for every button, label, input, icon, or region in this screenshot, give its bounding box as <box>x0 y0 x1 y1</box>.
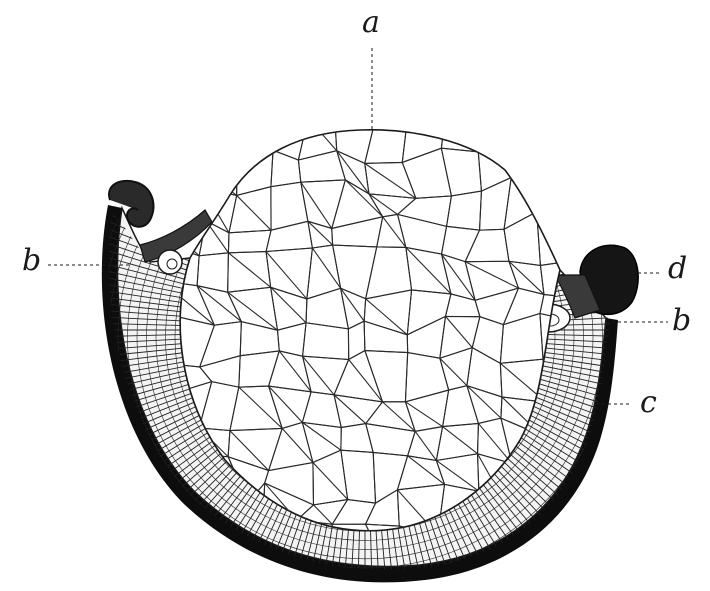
yolk-cell <box>610 553 651 587</box>
yolk-cell <box>570 113 622 152</box>
yolk-cell <box>170 114 197 164</box>
yolk-cell-wall <box>169 570 213 587</box>
yolk-cell <box>169 562 213 587</box>
yolk-cell <box>610 523 651 567</box>
yolk-cell <box>536 145 577 186</box>
yolk-cell-wall <box>610 566 640 587</box>
yolk-cell <box>500 562 545 587</box>
yolk-cell <box>511 148 540 185</box>
yolk-cell <box>569 186 616 230</box>
yolk-cell-wall <box>197 165 237 196</box>
yolk-cell <box>196 114 237 164</box>
yolk-cell-wall <box>602 152 641 198</box>
yolk-cell <box>160 523 204 570</box>
yolk-cell <box>577 488 618 522</box>
yolk-cell-wall <box>541 533 568 568</box>
yolk-cell <box>567 566 615 587</box>
label-c: c <box>640 388 657 418</box>
label-d: d <box>668 254 687 284</box>
yolk-cell <box>195 556 236 587</box>
yolk-cell <box>237 120 273 150</box>
label-a: a <box>362 8 380 38</box>
yolk-cell-wall <box>540 185 569 212</box>
yolk-cell <box>602 152 650 198</box>
yolk-cell <box>541 523 577 569</box>
yolk-cell <box>536 119 577 148</box>
yolk-cell <box>611 417 649 451</box>
yolk-cell <box>601 488 648 526</box>
label-b-left: b <box>22 246 41 276</box>
left-cell-b <box>158 250 182 274</box>
yolk-cell <box>174 149 203 188</box>
yolk-cell <box>602 113 650 157</box>
yolk-cell-wall <box>237 120 273 150</box>
yolk-cell <box>613 193 654 229</box>
yolk-cell <box>567 523 618 569</box>
yolk-cell <box>503 110 554 157</box>
label-b-right: b <box>672 306 691 336</box>
yolk-cell-wall <box>195 562 233 587</box>
yolk-cell <box>543 563 568 587</box>
yolk-cell <box>197 148 237 195</box>
yolk-cell-wall <box>503 110 536 148</box>
yolk-cell-wall <box>500 562 545 587</box>
yolk-cell-wall <box>582 499 618 523</box>
yolk-cell <box>572 145 616 193</box>
yolk-cell-wall <box>616 193 653 214</box>
yolk-cell-wall <box>543 563 567 587</box>
yolk-cell-wall <box>477 120 515 158</box>
yolk-cell-wall <box>196 114 237 148</box>
yolk-cell-wall <box>160 523 195 562</box>
yolk-cell-wall <box>572 186 613 230</box>
yolk-cell <box>601 449 648 490</box>
yolk-cell <box>537 185 572 212</box>
yolk-cell <box>477 110 515 157</box>
